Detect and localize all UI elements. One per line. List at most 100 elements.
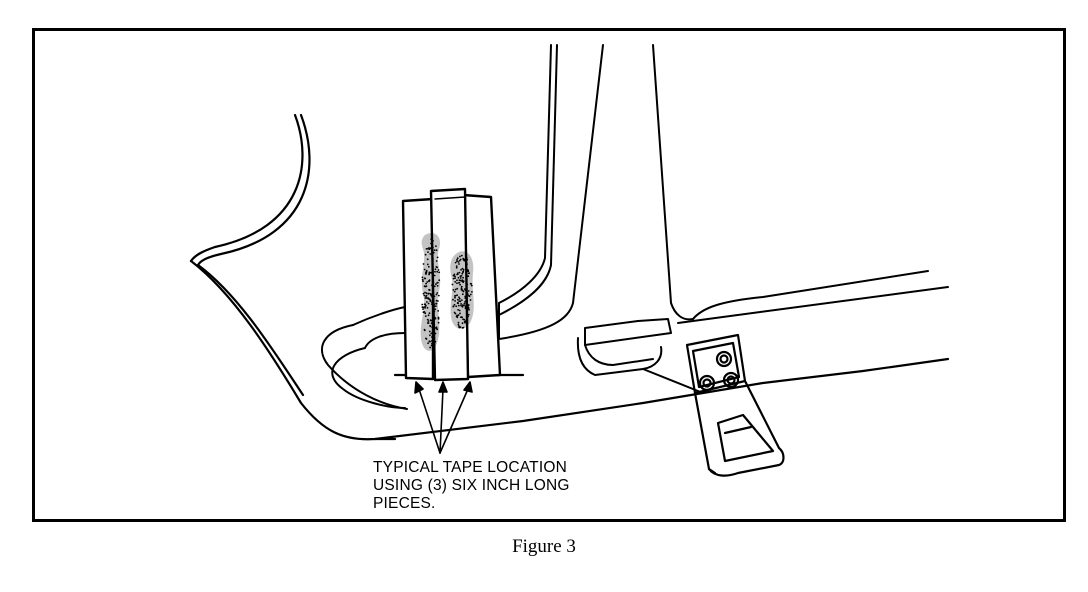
stipple-dot — [466, 293, 469, 296]
callout-line-3: PIECES. — [373, 495, 436, 512]
stipple-dot — [466, 263, 468, 266]
stipple-dot — [464, 321, 466, 324]
stipple-dot — [431, 301, 433, 304]
stipple-dot — [426, 301, 428, 303]
stipple-dot — [457, 276, 460, 279]
stipple-dot — [460, 303, 462, 305]
stipple-dot — [429, 293, 432, 295]
stipple-dot — [430, 242, 432, 245]
stipple-dot — [461, 272, 464, 275]
stipple-dot — [431, 296, 433, 298]
stipple-dot — [457, 321, 460, 324]
stipple-dot — [463, 259, 466, 262]
stipple-dot — [468, 308, 470, 311]
stipple-dot — [428, 288, 430, 291]
stipple-dot — [427, 265, 430, 268]
stipple-dot — [438, 271, 441, 274]
stipple-dot — [456, 282, 458, 285]
stipple-dot — [460, 288, 463, 291]
stipple-dot — [455, 266, 458, 269]
stipple-dot — [468, 295, 471, 298]
stipple-dot — [463, 288, 466, 290]
stipple-dot — [467, 290, 470, 292]
stipple-dot — [432, 251, 435, 254]
stipple-dot — [453, 290, 456, 293]
stipple-dot — [430, 344, 433, 347]
stipple-dot — [466, 283, 469, 286]
tape-piece-left — [401, 197, 435, 381]
stipple-dot — [454, 275, 456, 278]
stipple-dot — [432, 274, 434, 277]
stipple-dot — [437, 300, 439, 302]
stipple-dot — [434, 268, 437, 271]
stipple-dot — [435, 293, 438, 296]
stipple-dot — [421, 276, 424, 279]
stipple-dot — [432, 299, 434, 302]
stipple-dot — [427, 293, 430, 295]
stipple-dot — [458, 271, 461, 274]
stipple-dot — [421, 278, 424, 281]
stipple-dot — [462, 270, 465, 273]
stipple-dot — [467, 313, 470, 316]
stipple-dot — [459, 277, 462, 279]
stipple-dot — [424, 307, 426, 309]
stipple-dot — [436, 285, 439, 287]
stipple-dot — [426, 263, 429, 266]
stipple-dot — [460, 299, 463, 301]
stipple-dots — [421, 238, 473, 349]
stipple-dot — [471, 291, 473, 293]
stipple-dot — [427, 314, 430, 317]
stipple-dot — [422, 280, 424, 283]
stipple-dot — [456, 272, 459, 275]
stipple-dot — [430, 319, 432, 322]
stipple-dot — [422, 263, 425, 265]
stipple-dot — [423, 329, 426, 332]
stipple-dot — [458, 297, 461, 300]
stipple-dot — [455, 305, 458, 308]
stipple-dot — [431, 303, 433, 306]
stipple-dot — [426, 281, 429, 283]
stipple-dot — [470, 284, 473, 287]
stipple-dot — [435, 266, 438, 268]
vehicle-body-illustration — [189, 44, 950, 477]
stipple-dot — [457, 314, 460, 316]
stipple-dot — [453, 295, 456, 297]
stipple-dot — [429, 324, 431, 327]
stipple-dot — [461, 316, 463, 319]
stipple-dot — [464, 295, 467, 298]
stipple-dot — [467, 315, 469, 318]
stipple-dot — [462, 257, 465, 260]
stipple-dot — [435, 326, 437, 329]
adhesive-stipple — [420, 232, 474, 351]
stipple-dot — [429, 340, 431, 343]
stipple-dot — [456, 316, 459, 319]
stipple-dot — [424, 297, 427, 299]
stipple-dot — [436, 281, 439, 284]
stipple-dot — [455, 265, 458, 267]
stipple-dot — [433, 303, 435, 305]
door-sill-step — [576, 318, 704, 394]
stipple-dot — [423, 285, 426, 287]
stipple-dot — [464, 306, 467, 308]
stipple-dot — [437, 321, 440, 324]
figure-caption: Figure 3 — [512, 536, 576, 557]
stipple-dot — [437, 316, 440, 319]
stipple-dot — [425, 271, 428, 274]
stipple-dot — [431, 342, 433, 345]
stipple-dot — [459, 312, 461, 315]
stipple-dot — [426, 318, 429, 321]
stipple-dot — [424, 253, 427, 256]
stipple-dot — [431, 326, 434, 329]
stipple-dot — [457, 309, 459, 311]
stipple-dot — [423, 311, 426, 313]
callout-line-2: USING (3) SIX INCH LONG — [373, 477, 570, 494]
stipple-dot — [437, 294, 440, 297]
stipple-dot — [425, 285, 428, 288]
stipple-dot — [459, 326, 462, 329]
stipple-dot — [461, 304, 464, 307]
stipple-dot — [426, 307, 429, 309]
stipple-dot — [451, 283, 454, 286]
stipple-dot — [426, 258, 429, 261]
stipple-dot — [422, 292, 425, 295]
stipple-dot — [422, 308, 424, 310]
